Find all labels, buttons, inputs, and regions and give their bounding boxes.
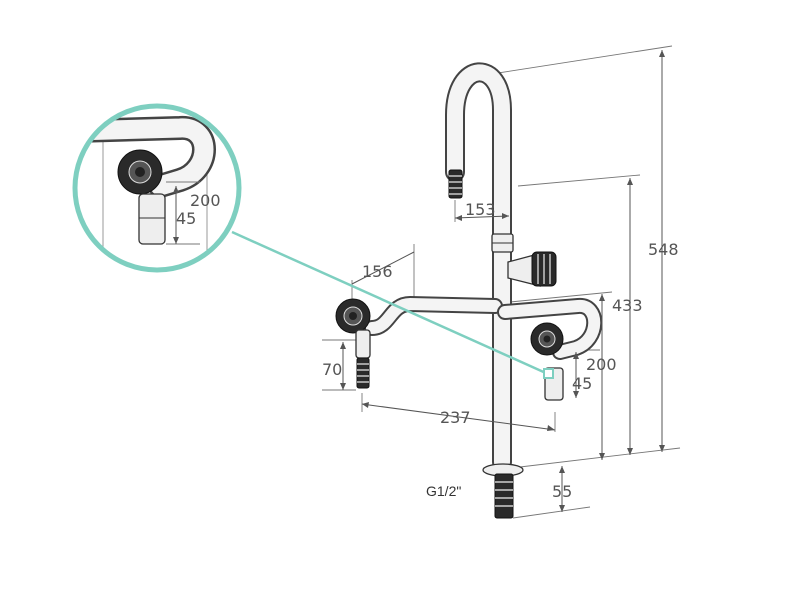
faucet-illustration: [335, 62, 603, 519]
left-outlet-nozzle: [356, 357, 370, 389]
callout-target-marker: [543, 368, 554, 379]
column-side-valve: [507, 251, 557, 287]
detail-inset: 200 45: [72, 103, 242, 273]
dim-433-label: 433: [612, 296, 643, 315]
dim-200-label: 200: [586, 355, 617, 374]
right-valve-head: [530, 322, 564, 356]
inset-dim-200-label: 200: [190, 191, 221, 210]
dimension-lines: [340, 50, 665, 512]
dim-237-label: 237: [440, 408, 471, 427]
inset-ring: [72, 103, 242, 273]
left-valve-head: [335, 298, 371, 334]
spout-nozzle: [448, 169, 463, 199]
dim-548-label: 548: [648, 240, 679, 259]
inset-dim-45-label: 45: [176, 209, 196, 228]
base-thread: [494, 473, 514, 519]
dimension-labels: 548 433 200 45 153 156 70 237 55 G1/2": [322, 200, 679, 501]
callout-line: [231, 230, 549, 376]
dim-153-label: 153: [465, 200, 496, 219]
thread-size-label: G1/2": [426, 483, 461, 499]
dim-55-label: 55: [552, 482, 572, 501]
left-outlet-body: [355, 329, 371, 359]
dim-70-label: 70: [322, 360, 342, 379]
dim-45-label: 45: [572, 374, 592, 393]
dim-156-label: 156: [362, 262, 393, 281]
